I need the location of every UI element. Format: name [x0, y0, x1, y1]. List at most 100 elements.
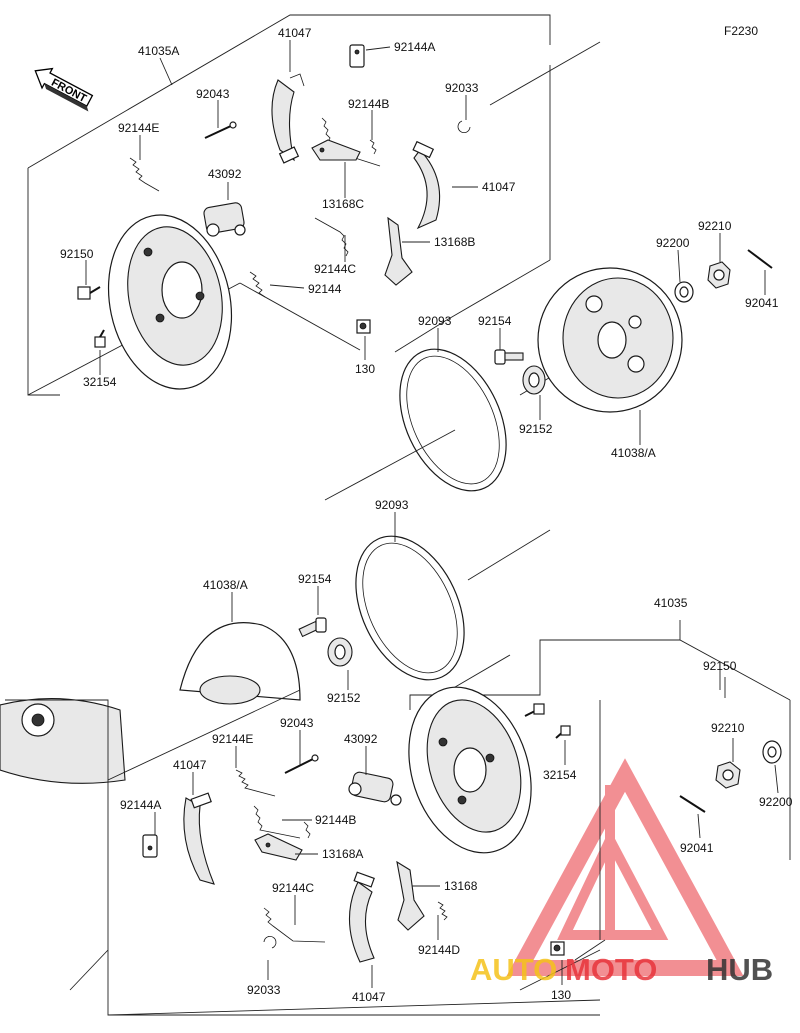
spring-clip-92144a-lower — [142, 834, 158, 858]
brake-drum-lower — [179, 622, 301, 705]
label-92043-lower: 92043 — [280, 716, 314, 730]
label-130-lower: 130 — [551, 988, 571, 1002]
watermark-hub: HUB — [706, 952, 773, 987]
pin-92043 — [204, 121, 237, 139]
label-92041-lower: 92041 — [680, 841, 714, 855]
lower-group-outline — [5, 620, 791, 1016]
wheel-cylinder-upper — [203, 202, 246, 237]
label-41035a: 41035A — [138, 44, 179, 58]
label-92210-lower: 92210 — [711, 721, 745, 735]
front-arrow-icon: FRONT — [34, 67, 94, 112]
label-41038a-top: 41038/A — [611, 446, 656, 460]
label-92200-lower: 92200 — [759, 795, 793, 809]
label-92144b-top: 92144B — [348, 97, 389, 111]
bearing-92152-lower — [327, 637, 353, 667]
brake-shoe-lower-bottom — [348, 871, 375, 963]
leader-lines — [85, 40, 779, 988]
bolt-32154-upper — [94, 329, 106, 348]
label-43092-lower: 43092 — [344, 732, 378, 746]
pin-92043-lower — [284, 754, 319, 774]
label-92144d: 92144D — [418, 943, 460, 957]
label-92144b-lower: 92144B — [315, 813, 356, 827]
label-92144c-top: 92144C — [314, 262, 356, 276]
diagram-code: F2230 — [724, 24, 758, 38]
label-41047-top: 41047 — [278, 26, 312, 40]
cotter-92041-upper — [747, 249, 773, 269]
backing-plate-lower — [408, 686, 532, 854]
hub-partial-left — [0, 698, 126, 784]
spring-clip-92144a — [349, 44, 365, 68]
label-13168b: 13168B — [434, 235, 475, 249]
label-41035: 41035 — [654, 596, 688, 610]
watermark-logo — [506, 758, 744, 976]
label-130-top: 130 — [355, 362, 375, 376]
brake-shoe-right — [412, 140, 441, 230]
label-92144c-lower: 92144C — [272, 881, 314, 895]
label-92154-lower: 92154 — [298, 572, 332, 586]
clip-92033-lower — [263, 936, 277, 949]
label-92200-top: 92200 — [656, 236, 690, 250]
washer-92200-upper — [674, 281, 694, 303]
watermark-moto: MOTO — [565, 952, 657, 987]
label-92144a-top: 92144A — [394, 40, 435, 54]
label-13168a: 13168A — [322, 847, 363, 861]
part-labels: 41035A 41047 92144A 92043 92144B 92033 9… — [60, 26, 793, 1004]
label-41047-lower: 41047 — [173, 758, 207, 772]
bolt-92150-upper — [77, 286, 101, 300]
label-41038a-lower: 41038/A — [203, 578, 248, 592]
brake-drum-upper — [537, 267, 683, 413]
bolt-92154-lower — [298, 617, 327, 638]
backing-plate-upper — [107, 214, 233, 390]
seal-92093-upper — [399, 348, 507, 492]
clip-92033 — [457, 120, 471, 133]
label-92144e-lower: 92144E — [212, 732, 253, 746]
bolt-130-upper — [356, 319, 371, 334]
label-92152-lower: 92152 — [327, 691, 361, 705]
label-92043-top: 92043 — [196, 87, 230, 101]
label-92150-top: 92150 — [60, 247, 94, 261]
spring-92144c — [314, 217, 349, 257]
spring-92144 — [249, 271, 266, 298]
spring-92144d — [437, 901, 448, 921]
bearing-92152-middle — [522, 365, 546, 395]
label-43092-top: 43092 — [208, 167, 242, 181]
lever-13168c — [311, 139, 361, 161]
bolt-130-lower — [550, 941, 565, 956]
label-92093-lower: 92093 — [375, 498, 409, 512]
label-92144e-top: 92144E — [118, 121, 159, 135]
label-92144: 92144 — [308, 282, 342, 296]
lever-13168b — [384, 216, 413, 286]
label-13168c: 13168C — [322, 197, 364, 211]
seal-92093-lower — [355, 535, 465, 681]
spring-92144c-lower — [263, 907, 326, 943]
bolt-92154-middle — [494, 349, 524, 365]
spring-92144e-lower — [235, 769, 276, 797]
nut-92210-upper — [707, 261, 731, 289]
watermark-auto: AUTO — [470, 952, 557, 987]
spring-92144e — [129, 157, 160, 192]
label-41047-bottom: 41047 — [352, 990, 386, 1004]
brake-shoe-lower-left — [183, 792, 215, 885]
label-13168: 13168 — [444, 879, 478, 893]
label-92150-lower: 92150 — [703, 659, 737, 673]
bolt-near-plate-lower — [524, 703, 571, 739]
nut-92210-lower — [715, 761, 741, 789]
label-92210-top: 92210 — [698, 219, 732, 233]
washer-92200-lower — [762, 740, 782, 764]
label-92041-top: 92041 — [745, 296, 779, 310]
label-92144a-lower: 92144A — [120, 798, 161, 812]
upper-group-outline — [27, 14, 601, 396]
label-32154-lower: 32154 — [543, 768, 577, 782]
spring-92144b-lower — [253, 805, 311, 839]
cotter-92041-lower — [679, 795, 706, 813]
lever-13168-lower — [396, 860, 425, 931]
brake-shoe-upper — [271, 73, 305, 164]
label-92033-lower: 92033 — [247, 983, 281, 997]
label-92033-top: 92033 — [445, 81, 479, 95]
label-92152-top: 92152 — [519, 422, 553, 436]
label-32154-top: 32154 — [83, 375, 117, 389]
label-92154-top: 92154 — [478, 314, 512, 328]
label-92093-top: 92093 — [418, 314, 452, 328]
